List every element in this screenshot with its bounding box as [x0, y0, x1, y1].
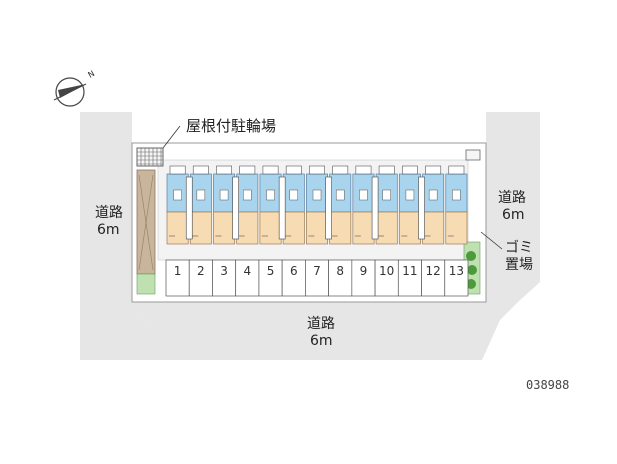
tree: [466, 279, 476, 289]
stair: [232, 176, 239, 240]
unit-balcony: [332, 165, 349, 175]
garbage-station: [465, 149, 481, 161]
unit-lower: [166, 211, 189, 245]
unit-bath: [289, 189, 299, 201]
parking-slot-number: 7: [313, 264, 321, 278]
garbage-label-line2: 置場: [505, 257, 533, 273]
garbage-leader-line: [480, 231, 503, 250]
unit-balcony: [285, 165, 302, 175]
unit-lower: [282, 211, 305, 245]
unit-bath: [382, 189, 391, 201]
unit-lower: [398, 211, 421, 245]
bike-parking-leader-line: [162, 125, 181, 149]
unit-lower: [329, 211, 352, 245]
stair: [325, 176, 332, 240]
parking-slot-number: 11: [402, 264, 417, 278]
parking-slot: [444, 259, 469, 297]
unit-balcony: [309, 165, 325, 175]
parking-slot-number: 4: [243, 264, 251, 278]
road-south-area: [132, 302, 518, 360]
unit-lower: [259, 211, 282, 245]
unit-bath: [173, 189, 182, 201]
road-east-area: [486, 112, 540, 302]
road-south-label: 道路: [307, 316, 335, 332]
unit-balcony: [425, 165, 442, 175]
unit-bath: [359, 189, 368, 201]
unit-bath: [312, 189, 322, 201]
parking-slot-number: 8: [336, 264, 344, 278]
unit-balcony: [402, 165, 418, 175]
building-lower-floor: [166, 211, 468, 245]
unit-bath: [405, 189, 415, 201]
road-west-area: [80, 112, 153, 360]
bike-parking-hatch: [138, 174, 154, 271]
parking-slot-number: 2: [197, 264, 205, 278]
unit-bath: [452, 189, 461, 201]
building-stairs: [185, 176, 425, 240]
tree: [466, 251, 476, 261]
road-east-width: 6m: [502, 207, 525, 223]
parking-slot-number: 3: [220, 264, 228, 278]
reference-id: 038988: [526, 378, 569, 392]
unit-balcony: [239, 165, 256, 175]
parking-slot-number: 5: [267, 264, 275, 278]
unit-lower: [213, 211, 236, 245]
unit-lower: [445, 211, 468, 245]
stair: [371, 176, 379, 240]
greenery-west: [136, 273, 156, 295]
bike-parking-roof: [136, 147, 164, 167]
unit-lower: [352, 211, 375, 245]
road-west-width: 6m: [97, 222, 120, 238]
garbage-label-line1: ゴミ: [505, 239, 533, 256]
unit-balcony: [192, 165, 209, 175]
compass-north-label: N: [87, 69, 97, 80]
stair: [185, 176, 193, 240]
stair: [278, 176, 286, 240]
unit-lower: [236, 211, 259, 245]
unit-bath: [335, 189, 345, 201]
parking-slot-number: 10: [379, 264, 394, 278]
tree: [467, 265, 477, 275]
stair: [418, 176, 425, 240]
road-south-width: 6m: [310, 333, 333, 349]
compass-icon: N: [53, 69, 97, 107]
unit-lower: [422, 211, 445, 245]
parking-slot-number: 13: [449, 264, 464, 278]
unit-balcony: [355, 165, 372, 175]
unit-lower: [375, 211, 398, 245]
unit-lower: [306, 211, 328, 245]
bike-parking-label: 屋根付駐輪場: [186, 117, 276, 135]
unit-balcony: [169, 165, 186, 175]
parking-slot-number: 6: [290, 264, 298, 278]
unit-bath: [243, 189, 252, 201]
parking-slot-number: 1: [174, 264, 182, 278]
road-east-label: 道路: [498, 190, 526, 206]
unit-bath: [428, 189, 438, 201]
bike-parking-grid: [137, 148, 163, 166]
unit-balcony: [378, 165, 395, 175]
unit-bath: [266, 189, 275, 201]
unit-bath: [196, 189, 206, 201]
parking-slot-number: 9: [360, 264, 368, 278]
unit-bath: [219, 189, 229, 201]
unit-balcony: [262, 165, 279, 175]
unit-lower: [189, 211, 212, 245]
parking-slot-number: 12: [426, 264, 441, 278]
unit-balcony: [216, 165, 232, 175]
unit-balcony: [448, 165, 465, 175]
building-upper-floor: [166, 165, 468, 213]
road-west-label: 道路: [95, 205, 123, 221]
